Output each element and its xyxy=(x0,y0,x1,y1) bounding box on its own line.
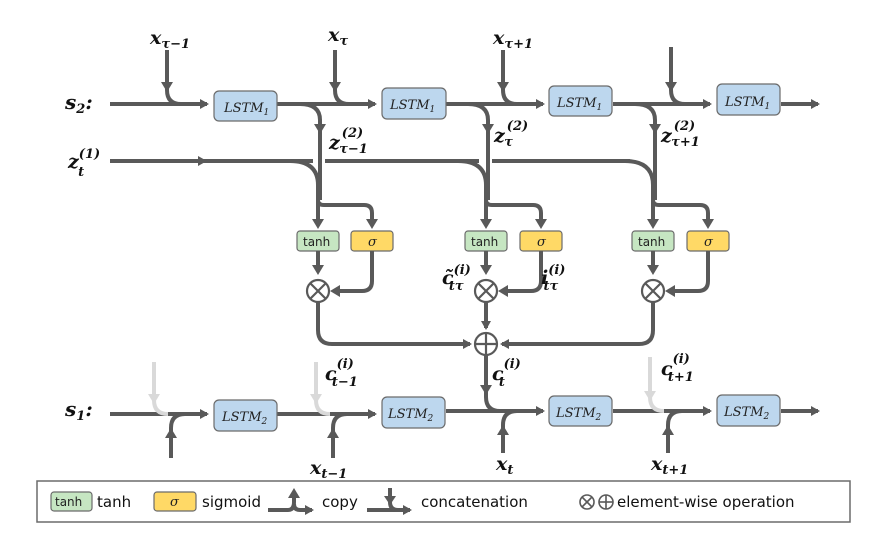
gate-split-wire-2 xyxy=(651,185,710,221)
legend-item-tanh: tanh tanh xyxy=(50,491,131,512)
svg-text:σ: σ xyxy=(704,235,714,250)
z1-row: z(1)t xyxy=(67,147,655,186)
svg-text:LSTM1: LSTM1 xyxy=(389,98,435,115)
tanh-gate-0: tanh xyxy=(296,230,340,252)
s1-faint-input-0 xyxy=(152,362,169,416)
svg-text:LSTM2: LSTM2 xyxy=(387,407,434,424)
s1-input-label-3: xt+1 xyxy=(650,453,688,478)
svg-text:tanh: tanh xyxy=(303,235,330,249)
row-s2-label: s2: xyxy=(64,90,93,117)
add-op-legend-icon xyxy=(598,494,614,510)
gate-block-2: tanh σ xyxy=(631,185,730,304)
z2-drop-2 xyxy=(634,102,657,200)
svg-text:tanh: tanh xyxy=(471,235,498,249)
z1-branch-2 xyxy=(624,159,655,186)
svg-text:σ: σ xyxy=(537,235,547,250)
s1-input-label-2: xt xyxy=(495,453,513,478)
gate-block-1: tanh σ xyxy=(464,185,563,304)
s1-input-wire-3 xyxy=(666,409,683,453)
s2-input-label-2: xτ+1 xyxy=(492,27,533,52)
multiply-op-icon xyxy=(305,278,331,304)
sigmoid-gate-1: σ xyxy=(519,230,563,252)
s2-input-wire-3 xyxy=(669,47,686,106)
lstm2-cell-1: LSTM2 xyxy=(381,396,446,429)
s2-input-wire-2 xyxy=(501,50,518,106)
row-s1-label: s1: xyxy=(64,397,93,424)
legend-item-sigmoid: σ sigmoid xyxy=(153,491,261,512)
svg-text:LSTM2: LSTM2 xyxy=(221,410,268,427)
sum-node: c(i)t xyxy=(316,303,655,413)
z2-label-0: z(2)τ−1 xyxy=(328,126,368,157)
svg-text:LSTM1: LSTM1 xyxy=(556,96,602,113)
multiply-op-legend-icon xyxy=(579,494,595,510)
sigmoid-swatch xyxy=(153,491,197,512)
tanh-swatch xyxy=(50,491,93,512)
s1-input-wire-0 xyxy=(169,412,186,458)
svg-text:tanh: tanh xyxy=(55,495,82,509)
row-s2: s2: xτ−1 xτ xτ+1 LSTM1 LSTM1 LSTM1 xyxy=(64,24,820,122)
copy-arrow-icon xyxy=(268,488,314,515)
tanh-gate-2: tanh xyxy=(631,230,675,252)
sum-input-left xyxy=(316,303,472,349)
tanh-gate-1: tanh xyxy=(464,230,508,252)
gate-block-0: tanh σ xyxy=(296,185,394,304)
sigmoid-gate-2: σ xyxy=(686,230,730,252)
z2-drop-0 xyxy=(299,102,322,200)
s1-input-wire-1 xyxy=(331,412,348,458)
z1-branch-1 xyxy=(457,159,488,186)
multiply-op-icon xyxy=(640,278,666,304)
element-wise-ops-icon xyxy=(579,494,614,510)
input-gate-label: i(i)tτ xyxy=(541,263,565,294)
gate-split-wire-1 xyxy=(484,185,543,221)
svg-text:σ: σ xyxy=(170,495,180,510)
svg-text:LSTM1: LSTM1 xyxy=(223,101,269,118)
s2-input-label-0: xτ−1 xyxy=(149,27,190,52)
sigmoid-gate-0: σ xyxy=(350,230,394,252)
z1-branch-0 xyxy=(289,159,320,186)
lstm2-cell-2: LSTM2 xyxy=(548,395,613,427)
legend-label-concatenation: concatenation xyxy=(421,493,528,511)
lstm2-cell-3: LSTM2 xyxy=(716,394,781,427)
c-next-label: c(i)t+1 xyxy=(661,352,694,385)
s2-input-label-1: xτ xyxy=(327,24,348,49)
legend: tanh tanh σ sigmoid copy concatenation xyxy=(36,480,851,523)
row-s1: s1: c(i)t−1 c(i)t+1 xt−1 xt xt+1 LSTM2 xyxy=(64,352,820,482)
multiply-op-icon xyxy=(473,278,499,304)
s1-input-wire-2 xyxy=(501,409,518,453)
lstm1-cell-1: LSTM1 xyxy=(381,87,447,120)
ct-label: c(i)t xyxy=(492,357,521,390)
gate-blocks: tanh σ tanh σ tanh σ xyxy=(296,185,730,304)
svg-text:tanh: tanh xyxy=(638,235,665,249)
z2-label-1: z(2)τ xyxy=(493,119,528,150)
legend-label-tanh: tanh xyxy=(97,493,131,511)
svg-text:σ: σ xyxy=(368,235,378,250)
gate-split-wire-0 xyxy=(316,185,374,221)
lstm1-cell-3: LSTM1 xyxy=(716,83,781,116)
z2-drops: z(2)τ−1 z(2)τ z(2)τ+1 xyxy=(299,102,700,200)
concatenation-arrow-icon xyxy=(367,488,412,515)
svg-text:LSTM1: LSTM1 xyxy=(724,95,770,112)
z2-drop-1 xyxy=(467,102,490,200)
z2-label-2: z(2)τ+1 xyxy=(660,119,700,150)
lstm1-cell-0: LSTM1 xyxy=(213,90,278,122)
s2-input-wire-0 xyxy=(165,50,182,106)
lstm1-cell-2: LSTM1 xyxy=(548,85,613,117)
legend-label-sigmoid: sigmoid xyxy=(202,493,261,511)
lstm2-cell-0: LSTM2 xyxy=(213,399,278,432)
s2-input-wire-1 xyxy=(333,50,350,106)
candidate-label: c̃(i)tτ xyxy=(442,263,471,294)
legend-label-copy: copy xyxy=(322,493,358,511)
c-prev-label: c(i)t−1 xyxy=(325,357,358,390)
legend-label-element-wise: element-wise operation xyxy=(617,493,795,511)
z1-label: z(1)t xyxy=(67,147,100,180)
svg-text:LSTM2: LSTM2 xyxy=(555,406,602,423)
s1-input-label-1: xt−1 xyxy=(309,457,347,482)
sum-input-right xyxy=(500,303,655,349)
svg-text:LSTM2: LSTM2 xyxy=(723,405,770,422)
